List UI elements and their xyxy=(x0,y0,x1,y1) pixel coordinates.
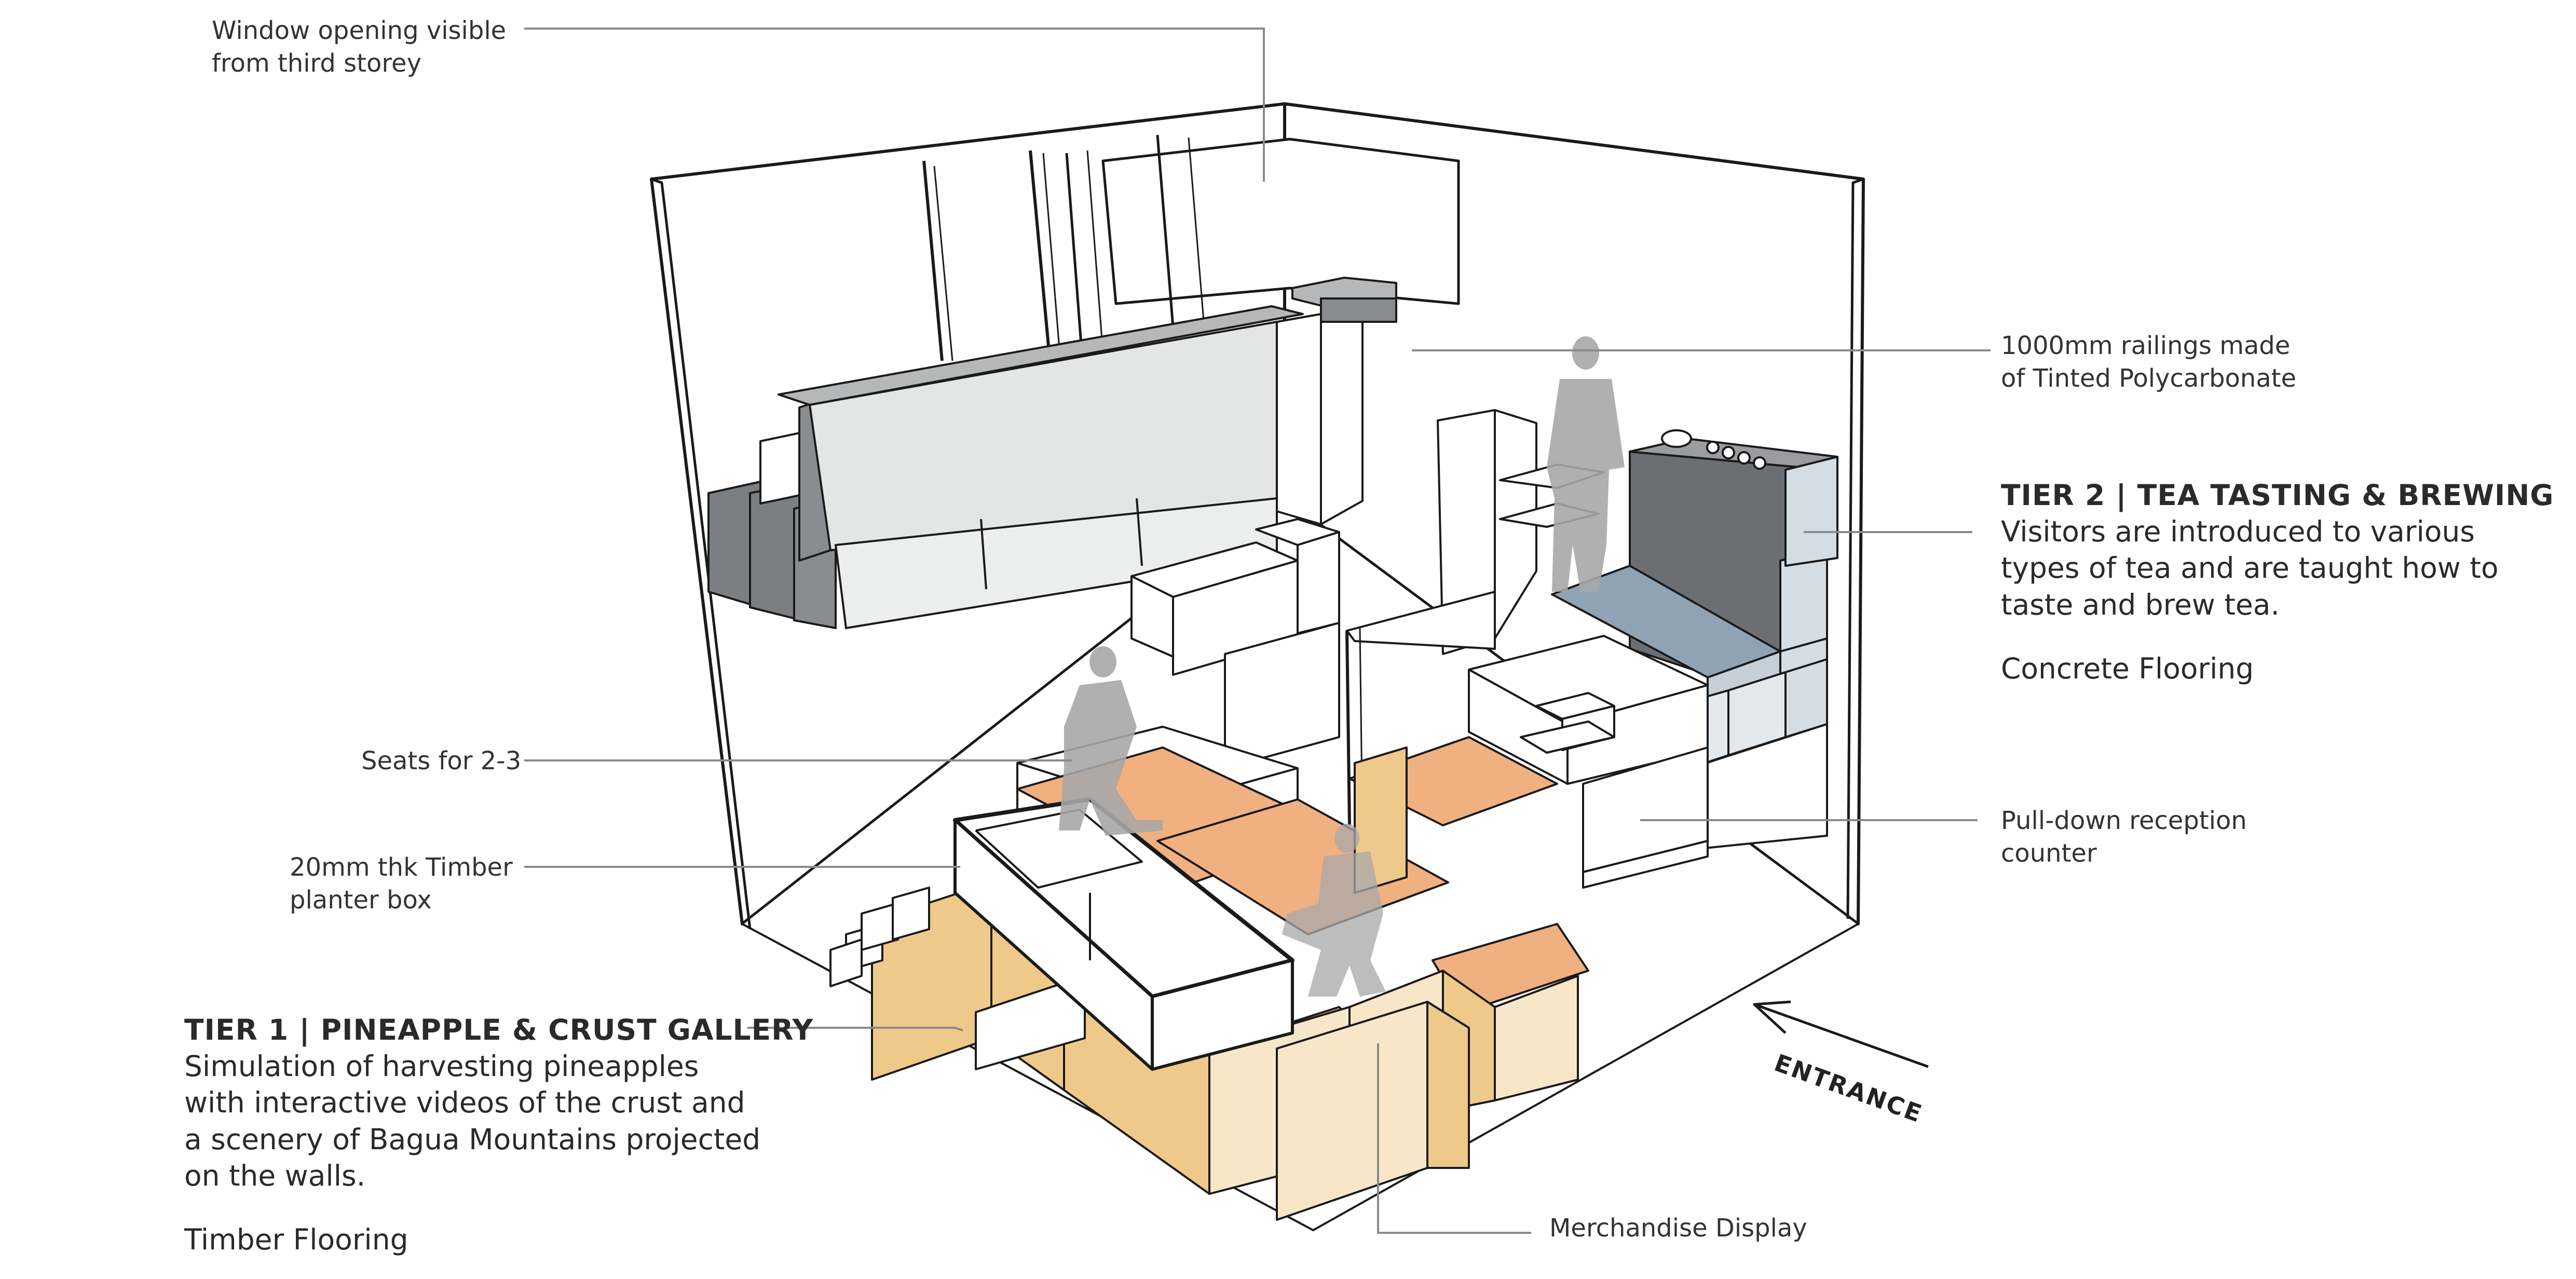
label-line: Window opening visible xyxy=(212,16,507,45)
label-reception-counter: Pull-down reception counter xyxy=(2001,805,2247,870)
tier2-line: taste and brew tea. xyxy=(2001,588,2280,621)
label-line: Pull-down reception xyxy=(2001,806,2247,835)
crouching-person-figure xyxy=(1282,824,1386,997)
tier2-description: TIER 2 | TEA TASTING & BREWING Visitors … xyxy=(2001,478,2554,685)
merchandise-display xyxy=(1276,1001,1470,1221)
label-line: counter xyxy=(2001,839,2097,868)
window-opening xyxy=(922,134,1460,374)
tier1-description: TIER 1 | PINEAPPLE & CRUST GALLERY Simul… xyxy=(184,1012,813,1256)
tier2-heading: TIER 2 | TEA TASTING & BREWING xyxy=(2001,479,2554,512)
person-figures xyxy=(1059,336,1625,997)
timber-planter-box xyxy=(953,797,1294,1071)
label-railings: 1000mm railings made of Tinted Polycarbo… xyxy=(2001,330,2296,396)
label-line: Merchandise Display xyxy=(1549,1214,1807,1243)
tier2-white-steps xyxy=(1468,635,1709,785)
tier1-line: on the walls. xyxy=(184,1159,366,1192)
reception-counter xyxy=(1582,746,1709,889)
label-seats: Seats for 2-3 xyxy=(361,745,521,778)
tier1-line: with interactive videos of the crust and xyxy=(184,1086,745,1120)
tier2-line: types of tea and are taught how to xyxy=(2001,551,2499,585)
teapot-and-cups xyxy=(1661,429,1766,470)
standing-person-figure xyxy=(1547,336,1625,592)
label-line: of Tinted Polycarbonate xyxy=(2001,364,2297,393)
tier2-line: Visitors are introduced to various xyxy=(2001,514,2475,548)
leader-lines xyxy=(524,28,1991,1234)
tinted-polycarbonate-railings xyxy=(1345,409,1605,831)
label-line: from third storey xyxy=(212,49,421,78)
label-merchandise-display: Merchandise Display xyxy=(1549,1212,1807,1245)
label-line: planter box xyxy=(290,886,432,915)
tier2-flooring: Concrete Flooring xyxy=(2001,651,2254,685)
label-planter-box: 20mm thk Timber planter box xyxy=(290,851,513,917)
entrance-arrow xyxy=(1753,1000,1929,1068)
seated-person-figure xyxy=(1059,646,1163,836)
label-line: 20mm thk Timber xyxy=(290,853,513,882)
label-line: 1000mm railings made xyxy=(2001,331,2291,360)
tier1-flooring: Timber Flooring xyxy=(184,1223,408,1257)
label-window-opening: Window opening visible from third storey xyxy=(212,15,506,80)
tier1-line: Simulation of harvesting pineapples xyxy=(184,1049,699,1083)
label-line: Seats for 2-3 xyxy=(361,746,522,775)
upper-counter-block xyxy=(707,277,1397,629)
tier1-line: a scenery of Bagua Mountains projected xyxy=(184,1122,761,1156)
tier1-heading: TIER 1 | PINEAPPLE & CRUST GALLERY xyxy=(184,1013,814,1046)
